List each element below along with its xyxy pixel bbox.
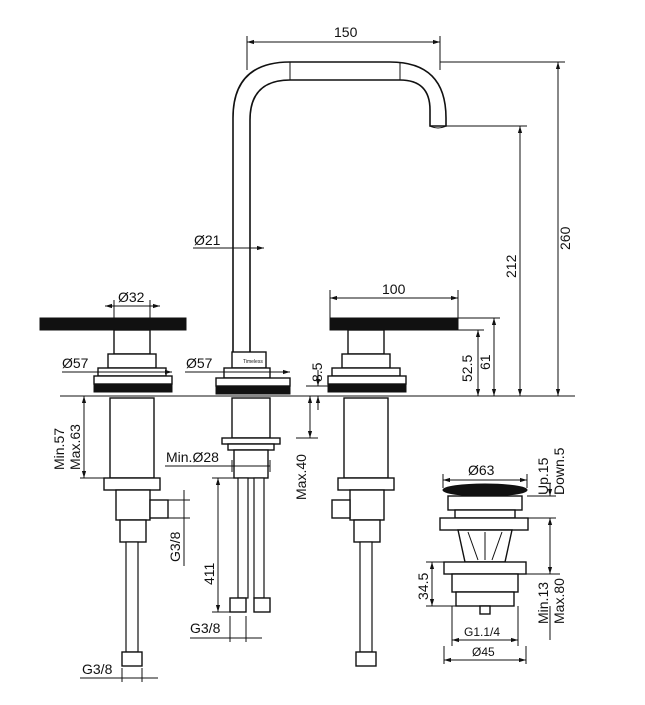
left-handle-valve	[39, 317, 187, 667]
dim-collar-height: 8.5	[309, 362, 325, 382]
spout: Timeless	[215, 61, 447, 613]
dim-thread-center: G3/8	[190, 620, 221, 636]
dim-waste-max: Max.80	[551, 578, 567, 624]
dim-thread-left: G3/8	[167, 531, 183, 562]
dim-spout-height: 212	[503, 254, 519, 278]
dim-spout-diameter: Ø21	[194, 232, 221, 248]
dim-hose-length: 411	[201, 562, 217, 585]
dim-waste-min: Min.13	[535, 582, 551, 624]
dim-handle-diameter: Ø32	[118, 289, 145, 305]
dim-deck-max: Max.63	[67, 424, 83, 470]
dim-waste-thread: G1.1/4	[464, 625, 500, 639]
dim-spout-reach: 150	[334, 24, 358, 40]
dim-waste-down: Down.5	[551, 447, 567, 495]
dim-rosette-left: Ø57	[62, 355, 89, 371]
dim-handle-height: 61	[477, 354, 493, 370]
dim-thread-bottom-left: G3/8	[82, 661, 113, 677]
right-handle-valve	[327, 317, 459, 667]
dim-waste-height: 34.5	[415, 573, 431, 600]
pop-up-waste	[439, 483, 529, 615]
dim-max-deck: Max.40	[293, 454, 309, 500]
dim-waste-bottom-diameter: Ø45	[472, 645, 495, 659]
dim-waste-top-diameter: Ø63	[468, 462, 495, 478]
dim-deck-min: Min.57	[51, 428, 67, 470]
dim-waste-up: Up.15	[535, 457, 551, 495]
dim-handle-small-height: 52.5	[459, 355, 475, 382]
svg-text:Timeless: Timeless	[243, 359, 263, 365]
dim-handle-reach: 100	[382, 281, 406, 297]
dim-rosette-center: Ø57	[186, 355, 213, 371]
dim-min-hole: Min.Ø28	[166, 449, 219, 465]
dim-total-height: 260	[557, 226, 573, 250]
